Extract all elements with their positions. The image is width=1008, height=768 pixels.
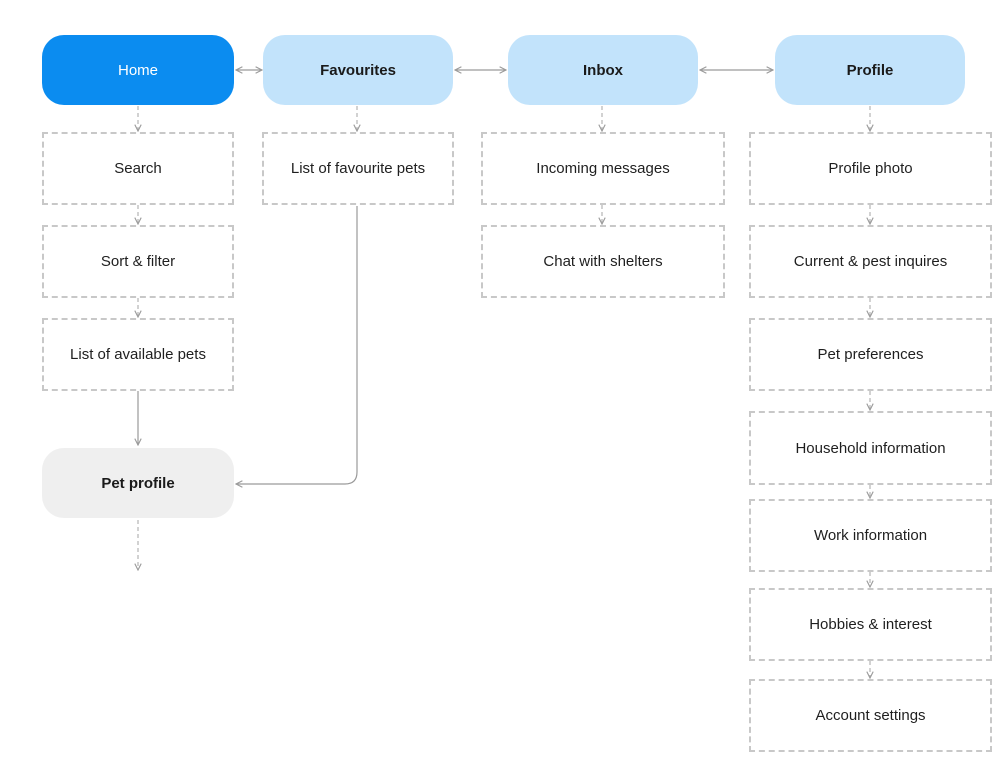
sort-filter-node: Sort & filter <box>42 225 234 298</box>
search-node: Search <box>42 132 234 205</box>
available-pets-node: List of available pets <box>42 318 234 391</box>
work-node: Work information <box>749 499 992 572</box>
pet-preferences-node: Pet preferences <box>749 318 992 391</box>
chat-shelters-node: Chat with shelters <box>481 225 725 298</box>
favourite-pets-node: List of favourite pets <box>262 132 454 205</box>
incoming-messages-node: Incoming messages <box>481 132 725 205</box>
inbox-tab[interactable]: Inbox <box>508 35 698 105</box>
account-settings-node: Account settings <box>749 679 992 752</box>
household-node: Household information <box>749 411 992 485</box>
profile-tab[interactable]: Profile <box>775 35 965 105</box>
favourites-petprofile-connector <box>236 206 358 484</box>
hobbies-node: Hobbies & interest <box>749 588 992 661</box>
pet-profile-node[interactable]: Pet profile <box>42 448 234 518</box>
favourites-tab[interactable]: Favourites <box>263 35 453 105</box>
profile-photo-node: Profile photo <box>749 132 992 205</box>
inquiries-node: Current & pest inquires <box>749 225 992 298</box>
home-tab[interactable]: Home <box>42 35 234 105</box>
